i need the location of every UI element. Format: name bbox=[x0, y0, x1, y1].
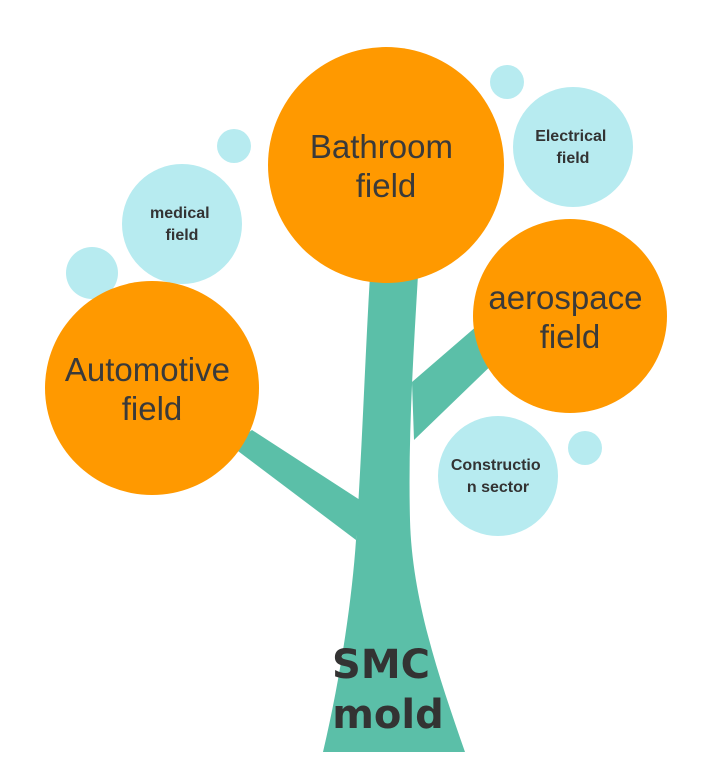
node-automotive: Automotive field bbox=[45, 281, 259, 495]
node-construction: Constructio n sector bbox=[438, 416, 558, 536]
node-aerospace-circle bbox=[473, 219, 667, 413]
node-automotive-line-1: Automotive bbox=[65, 351, 230, 388]
trunk-label: SMC mold bbox=[332, 642, 444, 738]
node-construction-circle bbox=[438, 416, 558, 536]
big-nodes: Bathroom field aerospace field Automotiv… bbox=[45, 47, 667, 495]
node-aerospace-line-1: aerospace bbox=[488, 279, 642, 316]
node-electrical: Electrical field bbox=[513, 87, 633, 207]
node-construction-line-2: n sector bbox=[467, 479, 529, 496]
bubble-dot bbox=[490, 65, 524, 99]
node-automotive-label: Automotive field bbox=[65, 351, 239, 427]
trunk-label-line-1: SMC bbox=[332, 642, 430, 688]
node-automotive-line-2: field bbox=[122, 390, 183, 427]
node-aerospace: aerospace field bbox=[473, 219, 667, 413]
node-aerospace-line-2: field bbox=[540, 318, 601, 355]
node-construction-label: Constructio n sector bbox=[451, 457, 545, 496]
tree-trunk bbox=[323, 275, 465, 752]
node-medical-line-1: medical bbox=[150, 205, 210, 222]
bubble-dot bbox=[217, 129, 251, 163]
node-bathroom-label: Bathroom field bbox=[310, 128, 462, 204]
node-medical-circle bbox=[122, 164, 242, 284]
node-electrical-circle bbox=[513, 87, 633, 207]
node-medical-line-2: field bbox=[166, 227, 199, 244]
bubble-dot bbox=[568, 431, 602, 465]
node-medical: medical field bbox=[122, 164, 242, 284]
node-medical-label: medical field bbox=[150, 205, 214, 244]
node-electrical-line-1: Electrical bbox=[535, 128, 606, 145]
node-bathroom-line-2: field bbox=[356, 167, 417, 204]
trunk-group bbox=[230, 275, 502, 752]
branch-right bbox=[412, 325, 502, 440]
node-automotive-circle bbox=[45, 281, 259, 495]
node-bathroom-circle bbox=[268, 47, 504, 283]
node-aerospace-label: aerospace field bbox=[488, 279, 651, 355]
node-construction-line-1: Constructio bbox=[451, 457, 541, 474]
decorative-bubbles bbox=[66, 65, 602, 465]
small-nodes: Electrical field medical field Construct… bbox=[122, 87, 633, 536]
node-electrical-line-2: field bbox=[557, 150, 590, 167]
node-bathroom-line-1: Bathroom bbox=[310, 128, 453, 165]
trunk-label-line-2: mold bbox=[332, 692, 444, 738]
node-electrical-label: Electrical field bbox=[535, 128, 611, 167]
node-bathroom: Bathroom field bbox=[268, 47, 504, 283]
branch-left bbox=[230, 430, 360, 540]
bubble-dot bbox=[66, 247, 118, 299]
